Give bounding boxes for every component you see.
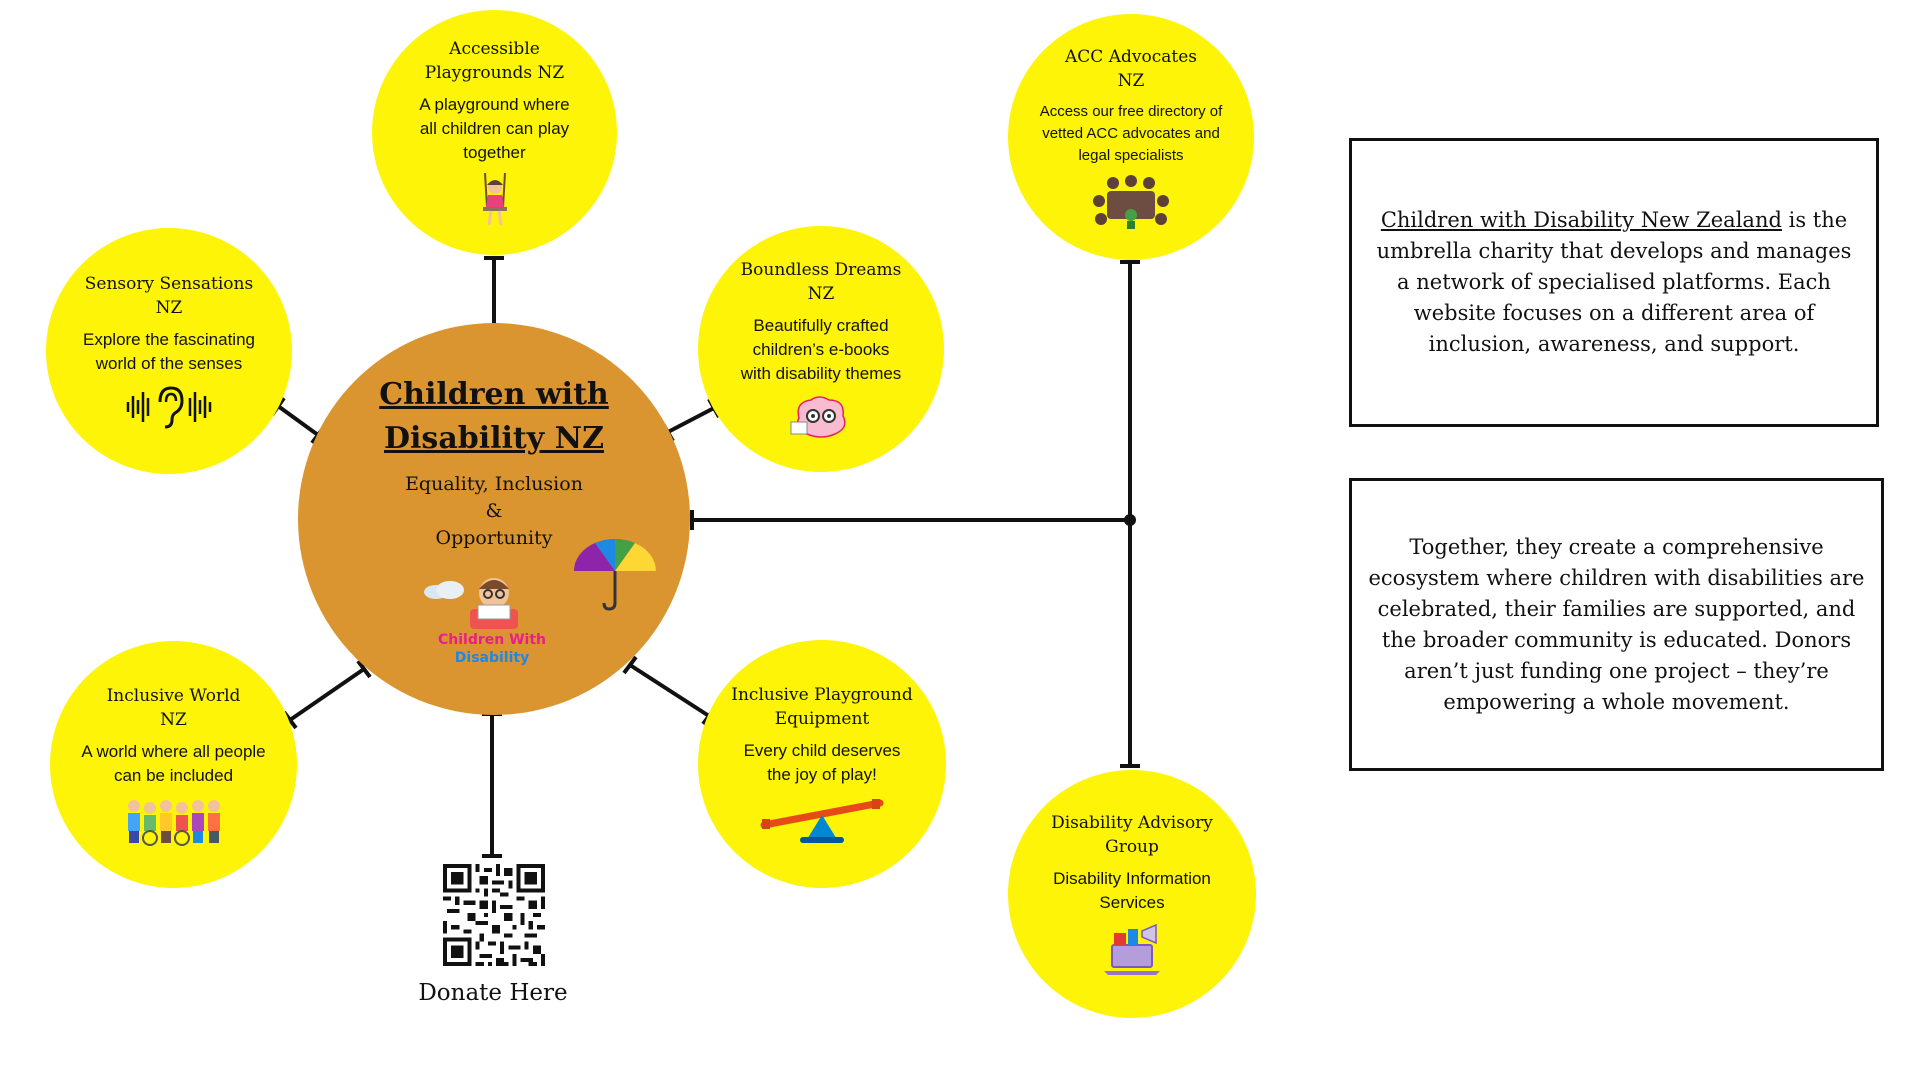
node-accessible-playgrounds[interactable]: Accessible Playgrounds NZ A playground w… <box>372 10 617 255</box>
seesaw-icon <box>760 799 884 843</box>
node-desc: A world where all people can be included <box>81 741 266 785</box>
connector-boundless-dreams <box>667 406 715 434</box>
logo-text: Children With Disability <box>437 632 546 666</box>
node-acc-advocates[interactable]: ACC Advocates NZ Access our free directo… <box>1008 14 1254 260</box>
info-box-text: Children with Disability New Zealand is … <box>1376 208 1852 356</box>
qr-code-icon[interactable] <box>443 864 545 966</box>
node-title: Inclusive World NZ <box>106 685 241 730</box>
donate-label[interactable]: Donate Here <box>418 980 568 1006</box>
umbrella-icon <box>573 538 657 611</box>
node-title: Accessible Playgrounds NZ <box>424 38 565 83</box>
info-box-ecosystem: Together, they create a comprehensive ec… <box>1349 478 1884 771</box>
node-desc: Explore the fascinating world of the sen… <box>83 330 255 373</box>
hub-logo: Children With Disability <box>424 573 552 683</box>
laptop-megaphone-icon <box>1104 923 1160 975</box>
connector-inclusive-world <box>288 667 366 722</box>
node-disability-advisory-group[interactable]: Disability Advisory Group Disability Inf… <box>1008 770 1256 1018</box>
node-title: Sensory Sensations NZ <box>84 274 254 318</box>
hub-title: Children with Disability NZ <box>379 377 609 456</box>
node-desc: Beautifully crafted children’s e-books w… <box>740 316 902 383</box>
node-boundless-dreams[interactable]: Boundless Dreams NZ Beautifully crafted … <box>698 226 944 472</box>
info-box-text: Together, they create a comprehensive ec… <box>1368 534 1865 714</box>
org-name-link[interactable]: Children with Disability New Zealand <box>1380 208 1782 232</box>
cloud-icon <box>424 581 464 599</box>
node-desc: Every child deserves the joy of play! <box>743 741 901 784</box>
brain-reading-icon <box>790 396 846 438</box>
ear-soundwave-icon <box>126 386 212 429</box>
node-inclusive-playground-equipment[interactable]: Inclusive Playground Equipment Every chi… <box>698 640 946 888</box>
info-box-umbrella-charity: Children with Disability New Zealand is … <box>1349 138 1879 427</box>
hub-circle: Children with Disability NZ Equality, In… <box>298 323 690 715</box>
node-desc: Access our free directory of vetted ACC … <box>1039 103 1223 164</box>
hub-tagline: Equality, Inclusion & Opportunity <box>405 473 583 549</box>
node-title: Boundless Dreams NZ <box>740 260 902 304</box>
connector-sensory <box>276 404 320 437</box>
node-title: Disability Advisory Group <box>1051 813 1213 857</box>
child-reading-icon <box>470 578 518 629</box>
meeting-table-icon <box>1093 175 1169 229</box>
node-inclusive-world[interactable]: Inclusive World NZ A world where all peo… <box>50 641 297 888</box>
node-sensory-sensations[interactable]: Sensory Sensations NZ Explore the fascin… <box>46 228 292 474</box>
node-title: Inclusive Playground Equipment <box>731 685 913 729</box>
node-title: ACC Advocates NZ <box>1065 47 1197 91</box>
group-of-people-icon <box>127 799 220 846</box>
node-desc: A playground where all children can play… <box>419 94 570 162</box>
connector-playground-equipment <box>628 663 711 718</box>
node-desc: Disability Information Services <box>1053 869 1211 912</box>
girl-on-swing-icon <box>482 172 507 225</box>
